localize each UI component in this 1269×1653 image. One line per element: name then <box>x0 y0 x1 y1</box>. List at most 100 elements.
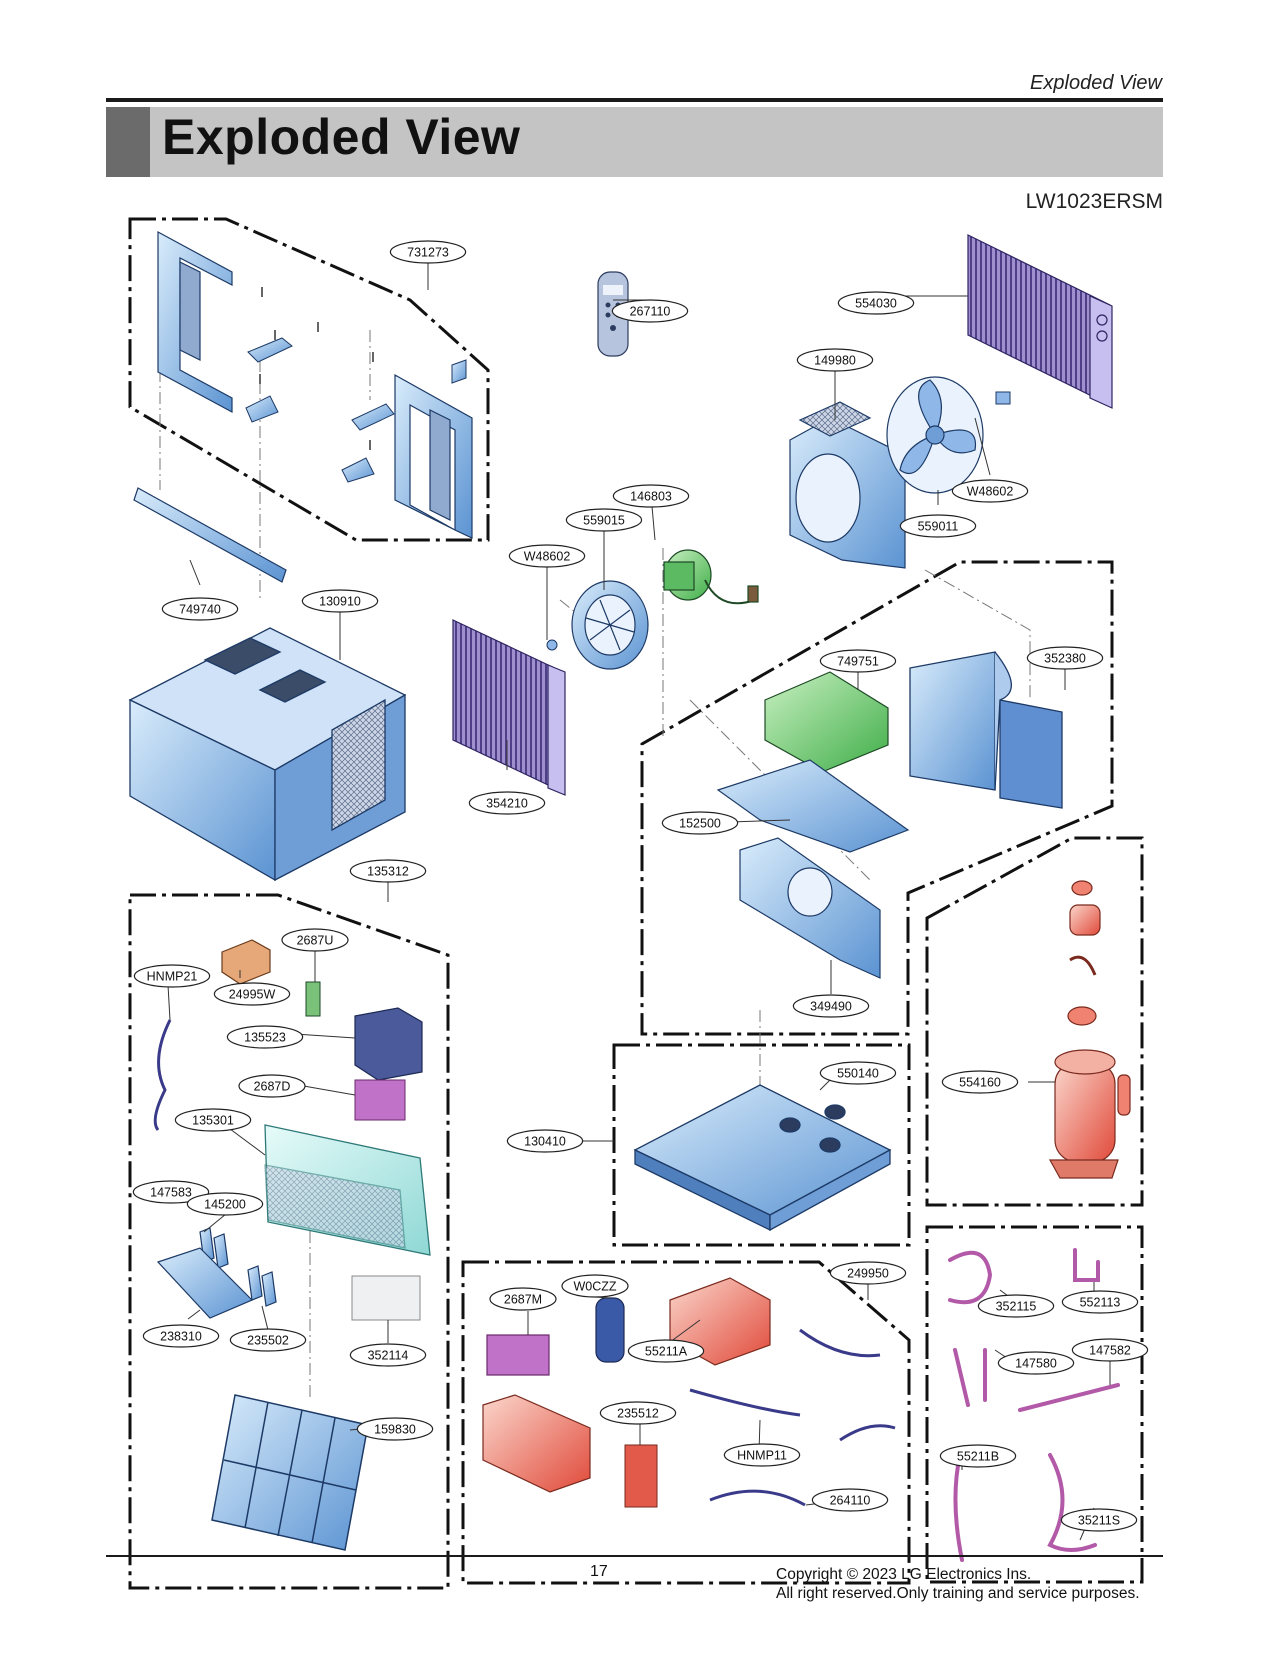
title-band <box>106 107 1163 177</box>
filter-159830 <box>211 1394 369 1551</box>
group-frame-controls <box>128 893 450 1590</box>
part-number-text: 147582 <box>1089 1344 1131 1358</box>
part-number-text: 147580 <box>1015 1357 1057 1371</box>
part-number-text: 552113 <box>1080 1296 1121 1310</box>
part-number-text: 130910 <box>319 595 361 609</box>
title-tab <box>106 107 150 177</box>
part-label-W0CZZ: W0CZZ <box>561 1274 629 1298</box>
copyright: Copyright © 2023 LG Electronics Ins. All… <box>776 1565 1140 1603</box>
part-label-235502: 235502 <box>229 1328 307 1352</box>
shroud-149980 <box>789 401 906 569</box>
pcb-235512 <box>624 1444 658 1508</box>
scroll-352380 <box>909 651 1063 809</box>
part-label-559011: 559011 <box>899 514 977 538</box>
group-frame-basepan <box>612 1043 911 1247</box>
part-number-text: 554030 <box>855 297 897 311</box>
part-label-2687M: 2687M <box>489 1287 557 1311</box>
part-label-135312: 135312 <box>349 859 427 883</box>
side-panel-right <box>394 373 473 539</box>
top-rule <box>106 98 1163 102</box>
part-number-text: 249950 <box>847 1267 889 1281</box>
side-panel-left <box>157 230 233 414</box>
part-label-731273: 731273 <box>389 240 467 264</box>
part-label-130910: 130910 <box>301 589 379 613</box>
copyright-line-2: All right reserved.Only training and ser… <box>776 1585 1140 1602</box>
part-label-W48602: W48602 <box>508 544 586 568</box>
part-label-554030: 554030 <box>837 291 915 315</box>
section-label: Exploded View <box>1030 72 1162 94</box>
harness-264110 <box>709 1489 806 1507</box>
part-number-text: HNMP11 <box>737 1449 787 1463</box>
part-label-152500: 152500 <box>661 811 739 835</box>
part-number-text: 267110 <box>630 305 671 319</box>
board-2687U <box>305 981 321 1017</box>
group-frame-compressor <box>925 836 1144 1207</box>
wire-loose <box>839 1424 896 1442</box>
wire-HNMP21 <box>153 1019 172 1131</box>
vent-147580 <box>156 1247 254 1319</box>
part-label-147582: 147582 <box>1071 1338 1149 1362</box>
part-label-352380: 352380 <box>1026 646 1104 670</box>
part-number-text: 135301 <box>192 1114 234 1128</box>
part-label-235512: 235512 <box>599 1401 677 1425</box>
part-number-text: 152500 <box>679 817 721 831</box>
part-number-text: 349490 <box>810 1000 852 1014</box>
part-label-W48602: W48602 <box>951 479 1029 503</box>
group-frame-tubes <box>925 1225 1144 1584</box>
part-number-text: 559011 <box>918 520 959 534</box>
part-number-text: 149980 <box>814 354 856 368</box>
support-brackets <box>245 337 467 483</box>
part-number-text: 159830 <box>374 1423 416 1437</box>
nut-W48602-top <box>995 391 1011 405</box>
capacitor-W0CZZ <box>595 1297 625 1363</box>
part-label-559015: 559015 <box>565 508 643 532</box>
part-number-text: 55211A <box>645 1345 688 1359</box>
part-label-554160: 554160 <box>941 1070 1019 1094</box>
part-number-text: 2687M <box>504 1293 542 1307</box>
wire-249950 <box>799 1328 881 1358</box>
model-number: LW1023ERSM <box>1025 190 1163 213</box>
tube-352115 <box>948 1250 993 1305</box>
part-number-text: 146803 <box>630 490 672 504</box>
part-label-55211B: 55211B <box>939 1444 1017 1468</box>
part-number-text: 2687D <box>254 1080 291 1094</box>
control-box-135523 <box>354 1007 423 1081</box>
basepan-130410 <box>633 1084 892 1232</box>
part-label-349490: 349490 <box>792 994 870 1018</box>
part-number-text: HNMP21 <box>147 970 198 984</box>
part-label-552113: 552113 <box>1061 1290 1139 1314</box>
page-title: Exploded View <box>162 109 521 165</box>
front-grille-135301 <box>264 1124 431 1256</box>
blower-559015 <box>571 580 649 670</box>
part-label-2687D: 2687D <box>238 1074 306 1098</box>
part-label-267110: 267110 <box>611 299 689 323</box>
louvers-145200 <box>247 1265 277 1307</box>
part-number-text: 235512 <box>617 1407 659 1421</box>
pcb-2687M <box>486 1334 550 1376</box>
screws-top <box>259 287 374 450</box>
part-label-749740: 749740 <box>161 597 239 621</box>
part-label-147580: 147580 <box>997 1351 1075 1375</box>
control-case <box>482 1394 591 1493</box>
evaporator-354210 <box>452 619 566 796</box>
part-number-text: 24995W <box>229 988 276 1002</box>
part-label-135301: 135301 <box>174 1108 252 1132</box>
part-label-249950: 249950 <box>829 1261 907 1285</box>
part-label-35211S: 35211S <box>1060 1508 1138 1532</box>
part-label-HNMP21: HNMP21 <box>133 964 211 988</box>
part-number-text: 731273 <box>407 246 449 260</box>
part-number-text: 55211B <box>957 1450 999 1464</box>
part-number-text: 145200 <box>204 1198 246 1212</box>
bracket-24995W <box>221 939 271 985</box>
part-label-147583: 147583 <box>132 1180 210 1204</box>
part-number-text: 135523 <box>244 1031 286 1045</box>
part-label-352115: 352115 <box>977 1294 1055 1318</box>
part-number-text: 147583 <box>150 1186 192 1200</box>
part-number-text: 130410 <box>524 1135 566 1149</box>
part-label-145200: 145200 <box>186 1192 264 1216</box>
nut-W48602-mid <box>546 639 558 651</box>
part-number-text: 352115 <box>996 1300 1037 1314</box>
tube-35211S <box>1047 1453 1097 1552</box>
part-number-text: 2687U <box>297 934 334 948</box>
part-label-264110: 264110 <box>811 1488 889 1512</box>
